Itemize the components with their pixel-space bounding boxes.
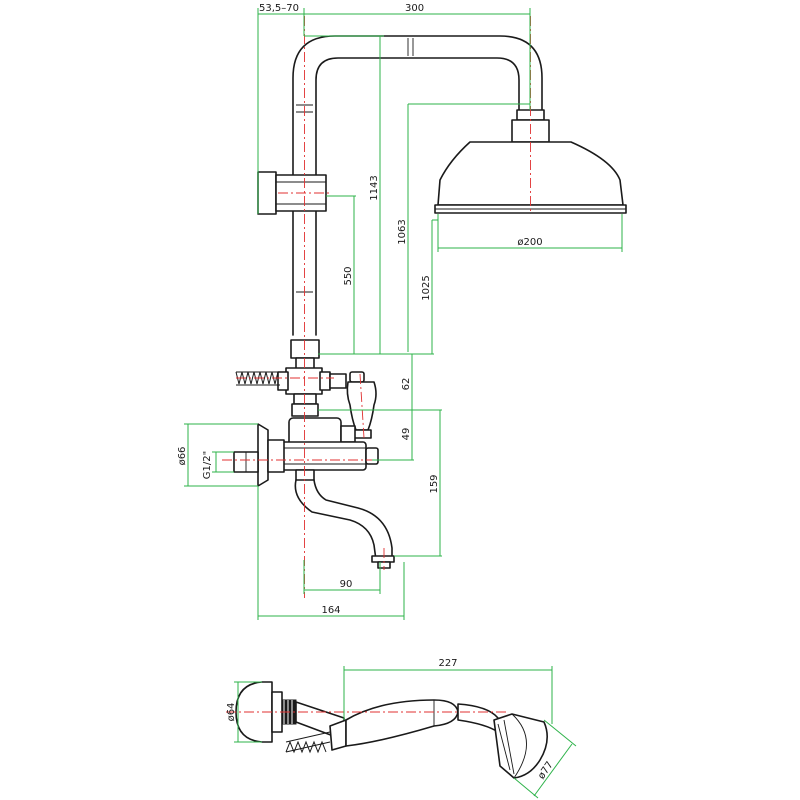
hand-shower-hose — [285, 731, 331, 754]
label-wall-offset: 53,5–70 — [259, 3, 299, 14]
dimension-lines — [184, 8, 623, 620]
label-inlet-thread: G1/2" — [202, 451, 213, 479]
wall-flange-inlet — [233, 423, 285, 487]
label-handle-diameter: ø64 — [226, 703, 237, 722]
label-spout-reach: 90 — [340, 579, 353, 590]
dimension-labels: 53,5–70 300 1143 1063 550 1025 ø200 62 4… — [177, 3, 556, 781]
centerlines — [222, 16, 531, 598]
label-total-depth: 164 — [321, 605, 340, 616]
shower-arm — [292, 35, 543, 336]
label-total-height: 1143 — [369, 175, 380, 200]
mixer-valve-body — [281, 417, 379, 471]
label-head-diameter: ø200 — [517, 237, 542, 248]
label-handshower-length: 227 — [438, 658, 457, 669]
hand-shower-handle — [329, 699, 507, 751]
label-head-bottom: 1025 — [421, 275, 432, 300]
bath-spout — [294, 469, 395, 569]
label-flange-diameter: ø66 — [177, 447, 188, 466]
hand-shower-head — [493, 713, 548, 779]
label-spout-drop: 159 — [429, 474, 440, 493]
hose-outlet-hose — [235, 371, 280, 386]
diverter-body — [277, 339, 347, 417]
label-valve-height: 49 — [401, 428, 412, 441]
label-diverter-height: 62 — [401, 378, 412, 391]
label-slider-range: 550 — [343, 266, 354, 285]
label-arm-reach: 300 — [405, 3, 424, 14]
label-head-height: 1063 — [397, 219, 408, 244]
hand-shower-dimensions — [234, 666, 577, 799]
